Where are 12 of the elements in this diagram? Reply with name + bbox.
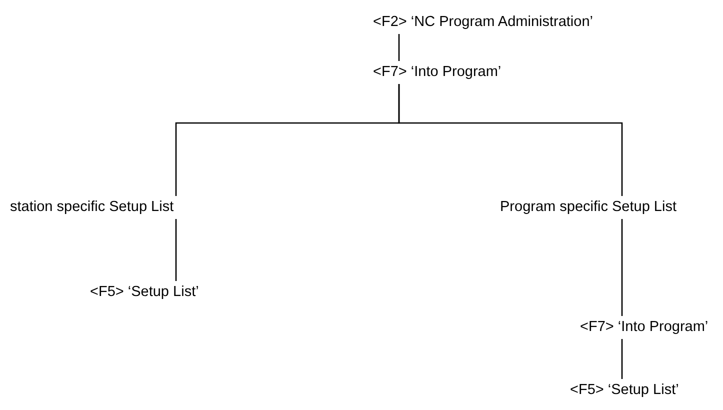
menu-label: <F7> ‘Into Program’ — [580, 316, 708, 339]
menu-label: <F7> ‘Into Program’ — [373, 61, 502, 84]
menu-label: station specific Setup List — [10, 196, 174, 219]
menu-label: Program specific Setup List — [500, 196, 676, 219]
connector-line — [398, 84, 623, 196]
menu-label: <F5> ‘Setup List’ — [570, 379, 679, 402]
connector-line — [398, 34, 400, 61]
connector-line — [175, 219, 177, 281]
connector-line — [621, 339, 623, 379]
menu-label: <F5> ‘Setup List’ — [90, 281, 199, 304]
menu-label: <F2> ‘NC Program Administration’ — [373, 11, 593, 34]
connector-line — [621, 219, 623, 316]
